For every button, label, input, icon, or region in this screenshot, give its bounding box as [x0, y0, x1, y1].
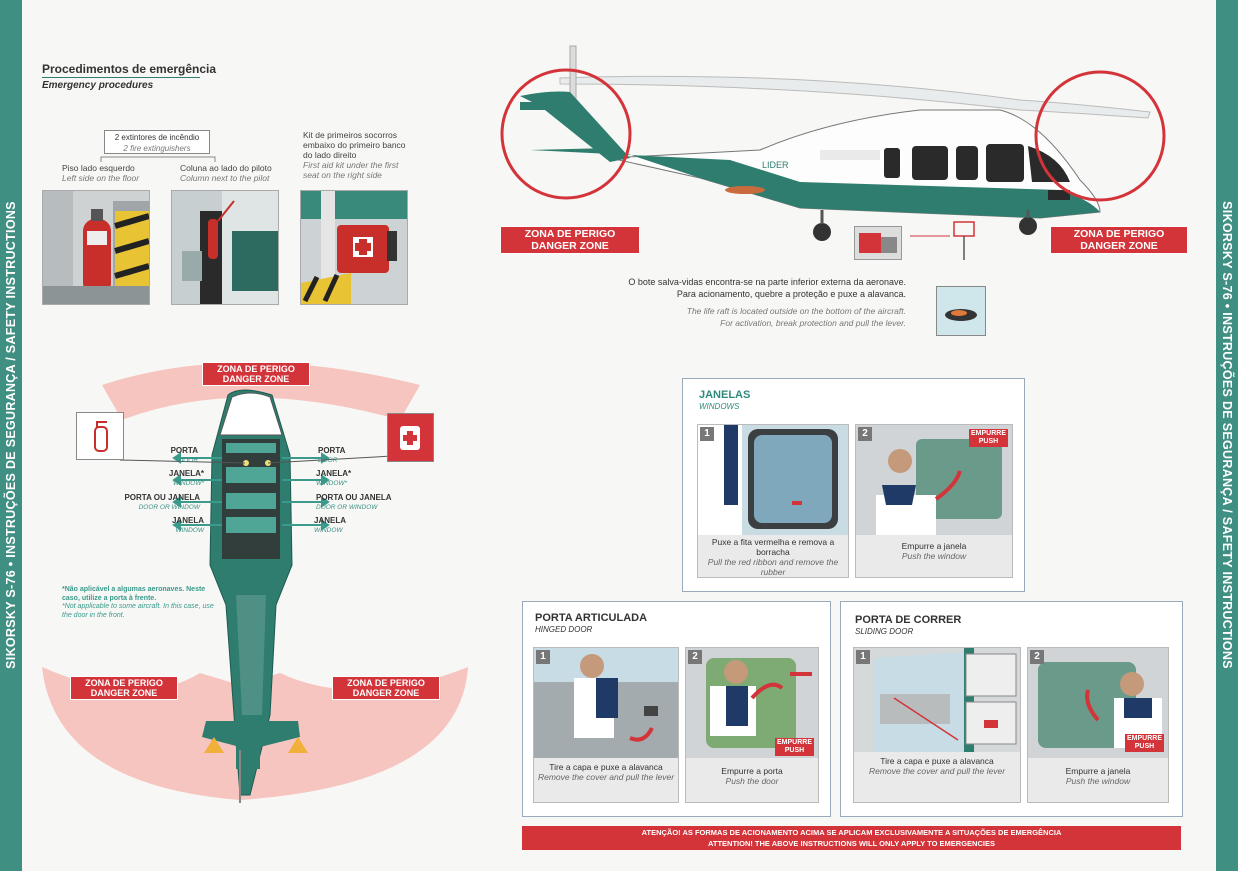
hinged-door-title: PORTA ARTICULADA: [535, 612, 648, 624]
hinged-step2-illustration: [686, 648, 818, 758]
danger-circle-tail: [500, 68, 632, 200]
cockpit-windshield: [219, 392, 283, 436]
page-subtitle: Emergency procedures: [42, 80, 154, 91]
danger-circle-nose: [1034, 70, 1166, 202]
page-title: Procedimentos de emergência: [42, 62, 217, 76]
photo-first-aid-kit: [300, 190, 408, 305]
helicopter-side-view: LIDER: [500, 45, 1166, 260]
warning-triangle-icon: [288, 737, 308, 753]
sliding-step1-illustration: [854, 648, 1020, 752]
side-strip-text: SIKORSKY S-76 • INSTRUÇÕES DE SEGURANÇA …: [1220, 201, 1234, 669]
sliding-door-card: PORTA DE CORRER SLIDING DOOR 1 Tire a ca…: [840, 601, 1183, 817]
photo-extinguisher-column: [171, 190, 279, 305]
hinged-door-card: PORTA ARTICULADA HINGED DOOR 1 Tire a ca…: [522, 601, 831, 817]
windows-step1-illustration: [698, 425, 848, 535]
life-raft-instructions: O bote salva-vidas encontra-se na parte …: [628, 277, 906, 328]
fire-extinguisher-icon: [76, 412, 124, 460]
warning-triangle-icon: [204, 737, 224, 753]
extinguishers-title: 2 extintores de incêndio: [114, 133, 200, 142]
windows-title: JANELAS: [699, 389, 751, 401]
equipment-caption-firstaid: Kit de primeiros socorros embaixo do pri…: [303, 130, 406, 180]
extinguishers-label: 2 extintores de incêndio 2 fire extingui…: [104, 130, 210, 154]
extinguisher-floor-illustration: [43, 191, 149, 304]
front-danger-zone: [102, 362, 420, 420]
not-applicable-note: *Não aplicável a algumas aeronaves. Nest…: [62, 586, 214, 619]
life-raft-icon: [936, 286, 986, 336]
extinguisher-bracket: [100, 156, 216, 162]
emergency-warning-bar: ATENÇÃO! AS FORMAS DE ACIONAMENTO ACIMA …: [522, 826, 1181, 850]
windows-step-1: 1 Puxe a fita vermelha e remova a borrac…: [697, 424, 849, 578]
left-side-strip: SIKORSKY S-76 • INSTRUÇÕES DE SEGURANÇA …: [0, 0, 22, 871]
first-aid-kit-illustration: [301, 191, 407, 304]
hinged-step1-illustration: [534, 648, 678, 758]
photo-extinguisher-floor: [42, 190, 150, 305]
lider-logo-text: LIDER: [762, 160, 789, 170]
raft-cover-icon: [854, 226, 902, 260]
right-side-strip: SIKORSKY S-76 • INSTRUÇÕES DE SEGURANÇA …: [1216, 0, 1238, 871]
exit-label-window-star-right: JANELA*WINDOW*: [316, 469, 352, 487]
sliding-door-title: PORTA DE CORRER: [855, 614, 962, 626]
extinguisher-column-illustration: [172, 191, 278, 304]
title-underline: [42, 77, 200, 78]
top-view-diagram: [42, 362, 468, 803]
side-strip-text: SIKORSKY S-76 • INSTRUÇÕES DE SEGURANÇA …: [4, 201, 18, 669]
windows-step1-caption: Puxe a fita vermelha e remova a borracha…: [698, 535, 848, 577]
windows-subtitle: WINDOWS: [699, 402, 740, 411]
first-aid-icon: [387, 413, 434, 462]
extinguishers-title-en: 2 fire extinguishers: [123, 144, 191, 153]
windows-card: JANELAS WINDOWS 1 Puxe a fita vermelha e…: [682, 378, 1025, 592]
sliding-door-subtitle: SLIDING DOOR: [855, 627, 914, 636]
exit-label-window-star-left: JANELA*WINDOW*: [168, 469, 204, 487]
hinged-door-subtitle: HINGED DOOR: [535, 625, 593, 634]
